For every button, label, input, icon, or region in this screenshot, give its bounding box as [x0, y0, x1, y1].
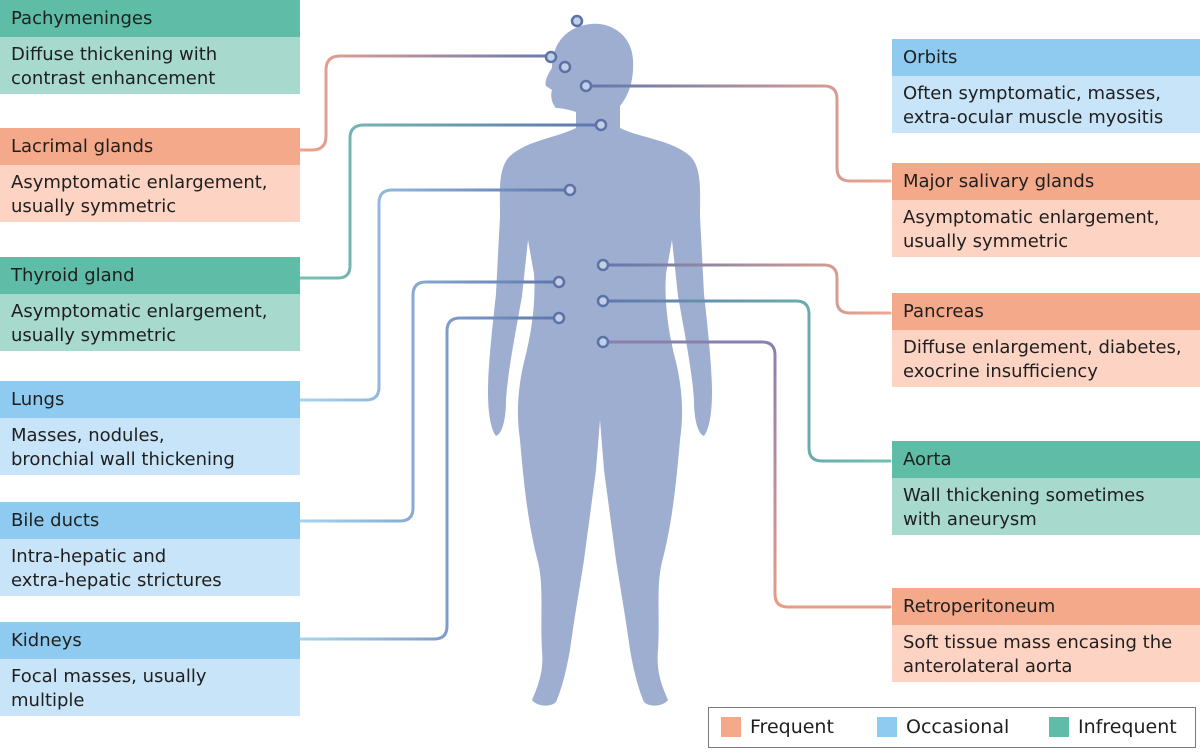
marker-bile	[552, 275, 566, 289]
connector-thyroid	[291, 123, 597, 280]
legend-label: Frequent	[750, 716, 834, 738]
card-title: Bile ducts	[0, 502, 300, 539]
card-pancreas: Pancreas Diffuse enlargement, diabetes, …	[892, 293, 1200, 387]
card-title: Thyroid gland	[0, 257, 300, 294]
description-line: Intra-hepatic and	[11, 546, 167, 567]
description-line: Soft tissue mass encasing the	[903, 632, 1173, 653]
marker-pancreas	[596, 258, 610, 272]
card-title: Lungs	[0, 381, 300, 418]
connector-lungs	[291, 188, 567, 402]
description-line: usually symmetric	[11, 325, 177, 346]
card-description: Often symptomatic, masses, extra-ocular …	[892, 76, 1200, 133]
description-line: bronchial wall thickening	[11, 449, 235, 470]
legend: Frequent Occasional Infrequent	[708, 707, 1196, 748]
card-lungs: Lungs Masses, nodules, bronchial wall th…	[0, 381, 300, 475]
card-title: Pancreas	[892, 293, 1200, 330]
organ-markers	[544, 14, 610, 349]
description-line: Diffuse enlargement, diabetes,	[903, 337, 1182, 358]
card-orbits: Orbits Often symptomatic, masses, extra-…	[892, 39, 1200, 133]
connector-lacrimal	[291, 54, 549, 152]
legend-swatch-frequent	[721, 717, 741, 737]
description-line: Focal masses, usually	[11, 666, 207, 687]
card-retroperitoneum: Retroperitoneum Soft tissue mass encasin…	[892, 588, 1200, 682]
card-thyroid-gland: Thyroid gland Asymptomatic enlargement, …	[0, 257, 300, 351]
description-line: Masses, nodules,	[11, 425, 165, 446]
description-line: Diffuse thickening with	[11, 44, 218, 65]
card-description: Asymptomatic enlargement, usually symmet…	[0, 165, 300, 222]
description-line: anterolateral aorta	[903, 656, 1073, 677]
marker-kidneys	[552, 311, 566, 325]
description-line: with aneurysm	[903, 509, 1037, 530]
description-line: contrast enhancement	[11, 68, 216, 89]
legend-item-frequent: Frequent	[721, 716, 834, 738]
description-line: extra-ocular muscle myositis	[903, 107, 1164, 128]
card-major-salivary-glands: Major salivary glands Asymptomatic enlar…	[892, 163, 1200, 257]
card-description: Masses, nodules, bronchial wall thickeni…	[0, 418, 300, 475]
marker-lungs	[563, 183, 577, 197]
card-description: Diffuse enlargement, diabetes, exocrine …	[892, 330, 1200, 387]
card-title: Lacrimal glands	[0, 128, 300, 165]
card-title: Kidneys	[0, 622, 300, 659]
marker-salivary	[579, 79, 593, 93]
description-line: exocrine insufficiency	[903, 361, 1098, 382]
card-aorta: Aorta Wall thickening sometimes with ane…	[892, 441, 1200, 535]
card-title: Aorta	[892, 441, 1200, 478]
description-line: Often symptomatic, masses,	[903, 83, 1161, 104]
card-title: Pachymeninges	[0, 0, 300, 37]
legend-item-infrequent: Infrequent	[1049, 716, 1177, 738]
marker-thyroid	[594, 118, 608, 132]
card-pachymeninges: Pachymeninges Diffuse thickening with co…	[0, 0, 300, 94]
card-kidneys: Kidneys Focal masses, usually multiple	[0, 622, 300, 716]
marker-aorta	[596, 294, 610, 308]
legend-label: Occasional	[906, 716, 1010, 738]
description-line: Asymptomatic enlargement,	[903, 207, 1160, 228]
legend-label: Infrequent	[1078, 716, 1177, 738]
description-line: Wall thickening sometimes	[903, 485, 1145, 506]
card-description: Focal masses, usually multiple	[0, 659, 300, 716]
marker-pachymeninges	[570, 14, 584, 28]
card-description: Wall thickening sometimes with aneurysm	[892, 478, 1200, 535]
connector-lines	[291, 18, 892, 641]
card-title: Orbits	[892, 39, 1200, 76]
description-line: usually symmetric	[903, 231, 1069, 252]
marker-retroperitoneum	[596, 335, 610, 349]
description-line: Asymptomatic enlargement,	[11, 301, 268, 322]
card-description: Diffuse thickening with contrast enhance…	[0, 37, 300, 94]
card-description: Intra-hepatic and extra-hepatic strictur…	[0, 539, 300, 596]
card-title: Retroperitoneum	[892, 588, 1200, 625]
marker-lacrimal	[544, 50, 558, 64]
marker-orbits	[558, 60, 572, 74]
description-line: extra-hepatic strictures	[11, 570, 222, 591]
human-silhouette	[488, 23, 712, 706]
card-lacrimal-glands: Lacrimal glands Asymptomatic enlargement…	[0, 128, 300, 222]
connector-kidneys	[291, 316, 556, 641]
card-description: Asymptomatic enlargement, usually symmet…	[0, 294, 300, 351]
card-title: Major salivary glands	[892, 163, 1200, 200]
legend-swatch-infrequent	[1049, 717, 1069, 737]
card-description: Soft tissue mass encasing the anterolate…	[892, 625, 1200, 682]
card-description: Asymptomatic enlargement, usually symmet…	[892, 200, 1200, 257]
connector-salivary	[588, 84, 892, 183]
description-line: Asymptomatic enlargement,	[11, 172, 268, 193]
connector-aorta	[605, 299, 892, 463]
card-bile-ducts: Bile ducts Intra-hepatic and extra-hepat…	[0, 502, 300, 596]
connector-bile	[291, 280, 556, 523]
connector-pancreas	[605, 263, 892, 315]
connector-retroperitoneum	[605, 340, 892, 609]
description-line: usually symmetric	[11, 196, 177, 217]
legend-item-occasional: Occasional	[877, 716, 1009, 738]
legend-swatch-occasional	[877, 717, 897, 737]
description-line: multiple	[11, 690, 85, 711]
